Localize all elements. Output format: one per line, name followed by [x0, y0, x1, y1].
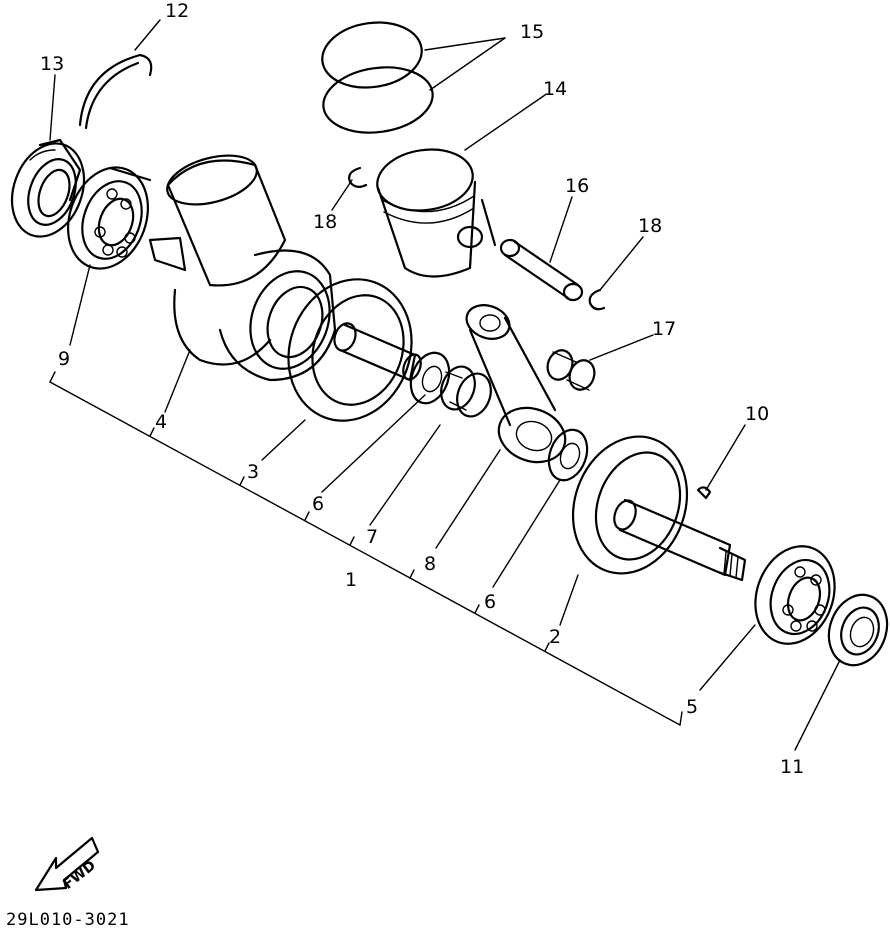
woodruff-key-part-10	[696, 486, 712, 500]
bearing-right-part-5	[754, 545, 836, 645]
washer-part-6-left	[409, 351, 451, 405]
callout-6-right: 6	[484, 591, 496, 613]
needle-bearing-part-7	[440, 365, 492, 418]
oil-seal-right-part-11	[827, 593, 889, 667]
callout-17: 17	[652, 318, 676, 340]
assembly-bracket-part-1	[49, 371, 683, 726]
piston-rings-part-15	[321, 21, 434, 134]
callout-8: 8	[424, 553, 436, 575]
connecting-rod-part-8	[465, 304, 567, 464]
callout-18-right: 18	[638, 215, 662, 237]
callout-4: 4	[155, 411, 167, 433]
callout-labels: 12 13 15 14 16 18 18 17 10 9 4 3 6 7 1 8…	[40, 0, 804, 778]
callout-11: 11	[780, 756, 804, 778]
callout-6-left: 6	[312, 493, 324, 515]
circlip-part-18-top	[348, 166, 368, 189]
callout-14: 14	[543, 78, 567, 100]
callout-18-top: 18	[313, 211, 337, 233]
callout-13: 13	[40, 53, 64, 75]
callout-1: 1	[345, 569, 357, 591]
oil-seal-left-part-13	[10, 138, 86, 238]
callout-12: 12	[165, 0, 189, 22]
piston-pin-part-16	[499, 238, 584, 302]
fwd-label: FWD	[60, 858, 99, 893]
circlip-part-18-right	[588, 288, 606, 311]
leader-lines	[49, 19, 841, 751]
callout-2: 2	[549, 626, 561, 648]
callout-10: 10	[745, 403, 769, 425]
callout-9: 9	[58, 348, 70, 370]
forward-arrow: FWD	[34, 836, 100, 893]
circlip-part-12	[78, 53, 153, 130]
callout-15: 15	[520, 21, 544, 43]
crank-web-right-part-3	[287, 278, 422, 422]
bearing-left-part-9	[67, 166, 152, 270]
diagram-code: 29L010-3021	[6, 910, 130, 930]
callout-16: 16	[565, 175, 589, 197]
callout-3: 3	[247, 461, 259, 483]
piston-part-14	[376, 148, 497, 278]
callout-7: 7	[366, 526, 378, 548]
small-end-bearing-part-17	[546, 349, 596, 391]
callout-5: 5	[686, 696, 698, 718]
crank-web-part-2	[571, 435, 747, 582]
